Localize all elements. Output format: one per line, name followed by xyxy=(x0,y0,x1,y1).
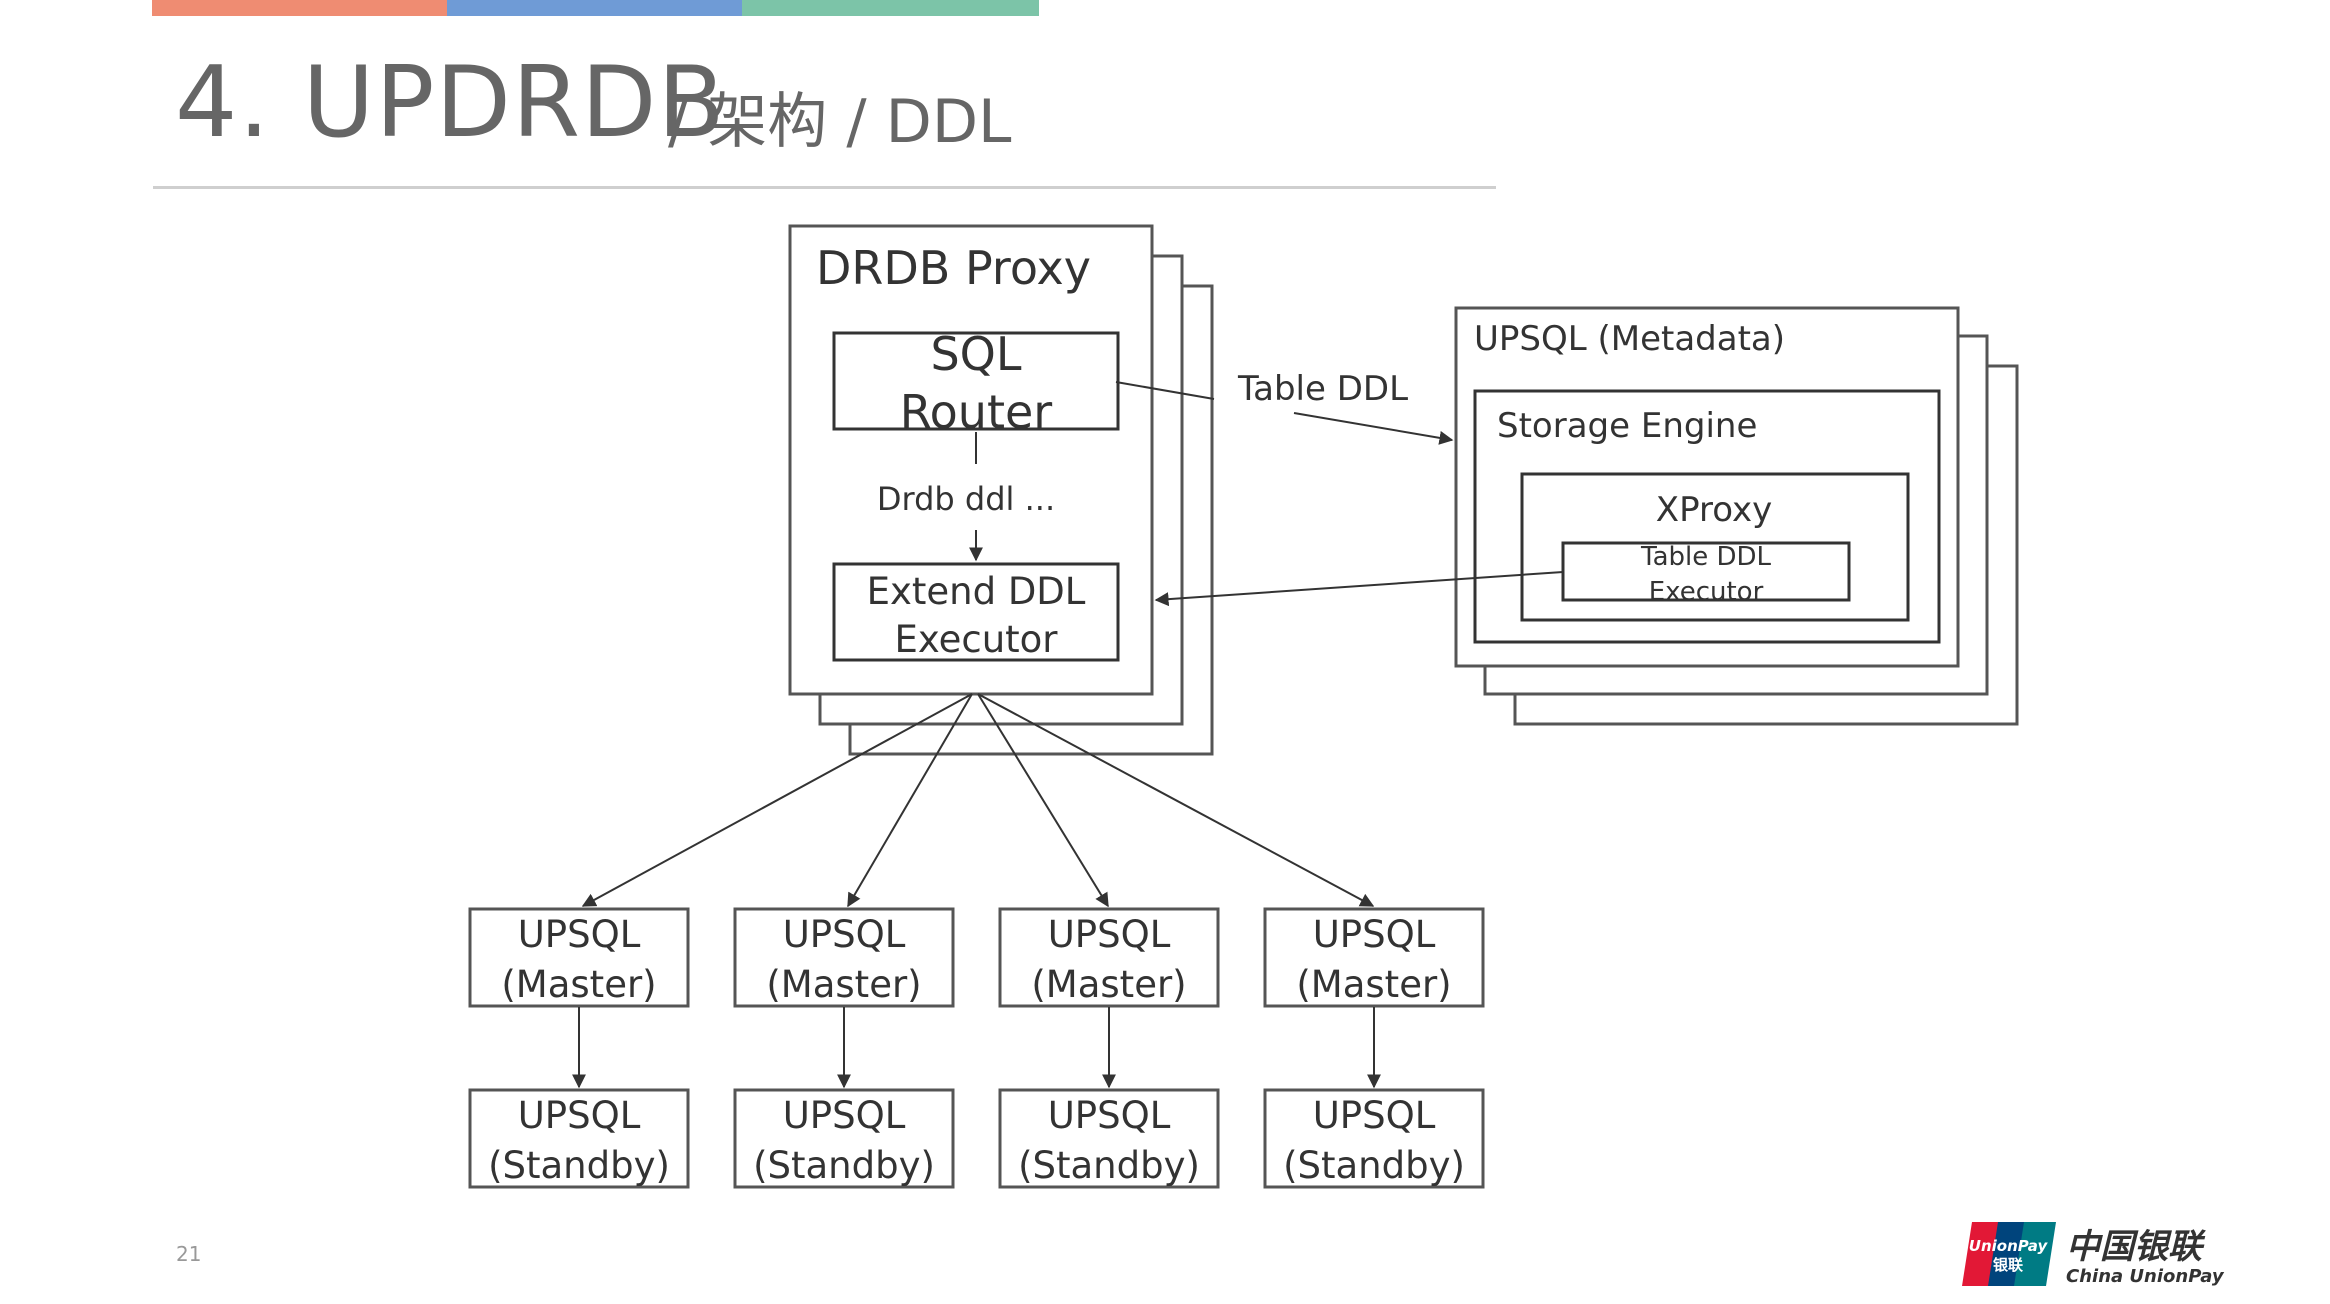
master-box-4 xyxy=(1263,907,1485,1008)
table-ddl-executor-line1: Table DDL xyxy=(1640,542,1772,572)
unionpay-badge-icon: UnionPay 银联 xyxy=(1962,1222,2056,1286)
sql-router-label-line2: Router xyxy=(900,385,1053,439)
slide-subtitle: / 架构 / DDL xyxy=(668,87,1012,157)
extend-ddl-executor-line1: Extend DDL xyxy=(867,570,1086,613)
extend-ddl-executor-line2: Executor xyxy=(894,618,1058,661)
xproxy-label: XProxy xyxy=(1656,490,1772,530)
master-row: UPSQL (Master) UPSQL (Master) UPSQL (Mas… xyxy=(468,907,1485,1008)
table-ddl-executor-line2: Executor xyxy=(1649,577,1764,607)
fanout-arrows xyxy=(581,693,1375,908)
accent-bar-coral xyxy=(152,0,447,16)
extend-ddl-executor-box xyxy=(832,562,1120,662)
standby-1-line2: (Standby) xyxy=(488,1144,670,1187)
replication-arrows xyxy=(572,1007,1381,1089)
master-1-line1: UPSQL xyxy=(518,913,641,956)
table-ddl-to-metadata-arrow xyxy=(1293,412,1454,445)
standby-4-line1: UPSQL xyxy=(1313,1094,1436,1137)
table-ddl-executor-box xyxy=(1561,541,1851,602)
storage-engine-label: Storage Engine xyxy=(1497,406,1757,446)
standby-2-line2: (Standby) xyxy=(753,1144,935,1187)
logo-name-cn: 中国银联 xyxy=(2066,1227,2206,1267)
drdb-ddl-label: Drdb ddl ... xyxy=(877,480,1055,518)
standby-row: UPSQL (Standby) UPSQL (Standby) UPSQL (S… xyxy=(468,1088,1485,1189)
fanout-arrow-master-3 xyxy=(977,693,1109,908)
master-2-line1: UPSQL xyxy=(783,913,906,956)
standby-box-1 xyxy=(468,1088,690,1189)
master-box-1 xyxy=(468,907,690,1008)
standby-2-line1: UPSQL xyxy=(783,1094,906,1137)
master-1-line2: (Master) xyxy=(501,963,656,1006)
drdb-proxy-title: DRDB Proxy xyxy=(816,241,1091,295)
unionpay-logo: UnionPay 银联 中国银联 China UnionPay xyxy=(1962,1222,2225,1287)
router-to-table-ddl-line xyxy=(1115,381,1215,400)
master-4-line1: UPSQL xyxy=(1313,913,1436,956)
page-number: 21 xyxy=(176,1242,202,1266)
slide-title: 4. UPDRDB xyxy=(175,46,726,160)
logo-name-en: China UnionPay xyxy=(2066,1266,2225,1287)
standby-3-line1: UPSQL xyxy=(1048,1094,1171,1137)
master-2-line2: (Master) xyxy=(766,963,921,1006)
master-4-line2: (Master) xyxy=(1296,963,1451,1006)
standby-3-line2: (Standby) xyxy=(1018,1144,1200,1187)
master-box-2 xyxy=(733,907,955,1008)
badge-text-top: UnionPay xyxy=(1969,1237,2049,1255)
standby-4-line2: (Standby) xyxy=(1283,1144,1465,1187)
title-divider xyxy=(153,186,1496,189)
table-ddl-label: Table DDL xyxy=(1237,369,1408,409)
executor-to-extend-ddl-arrow xyxy=(1154,571,1564,607)
metadata-title: UPSQL (Metadata) xyxy=(1474,319,1785,359)
badge-text-bottom: 银联 xyxy=(1993,1256,2024,1274)
master-3-line2: (Master) xyxy=(1031,963,1186,1006)
standby-box-4 xyxy=(1263,1088,1485,1189)
standby-box-3 xyxy=(998,1088,1220,1189)
standby-1-line1: UPSQL xyxy=(518,1094,641,1137)
sql-router-box xyxy=(832,331,1120,431)
standby-box-2 xyxy=(733,1088,955,1189)
accent-bar-teal xyxy=(742,0,1039,16)
master-box-3 xyxy=(998,907,1220,1008)
accent-bar-blue xyxy=(447,0,742,16)
fanout-arrow-master-2 xyxy=(847,693,973,908)
master-3-line1: UPSQL xyxy=(1048,913,1171,956)
fanout-arrow-master-4 xyxy=(977,693,1375,907)
sql-router-label-line1: SQL xyxy=(930,327,1021,381)
fanout-arrow-master-1 xyxy=(581,693,973,907)
